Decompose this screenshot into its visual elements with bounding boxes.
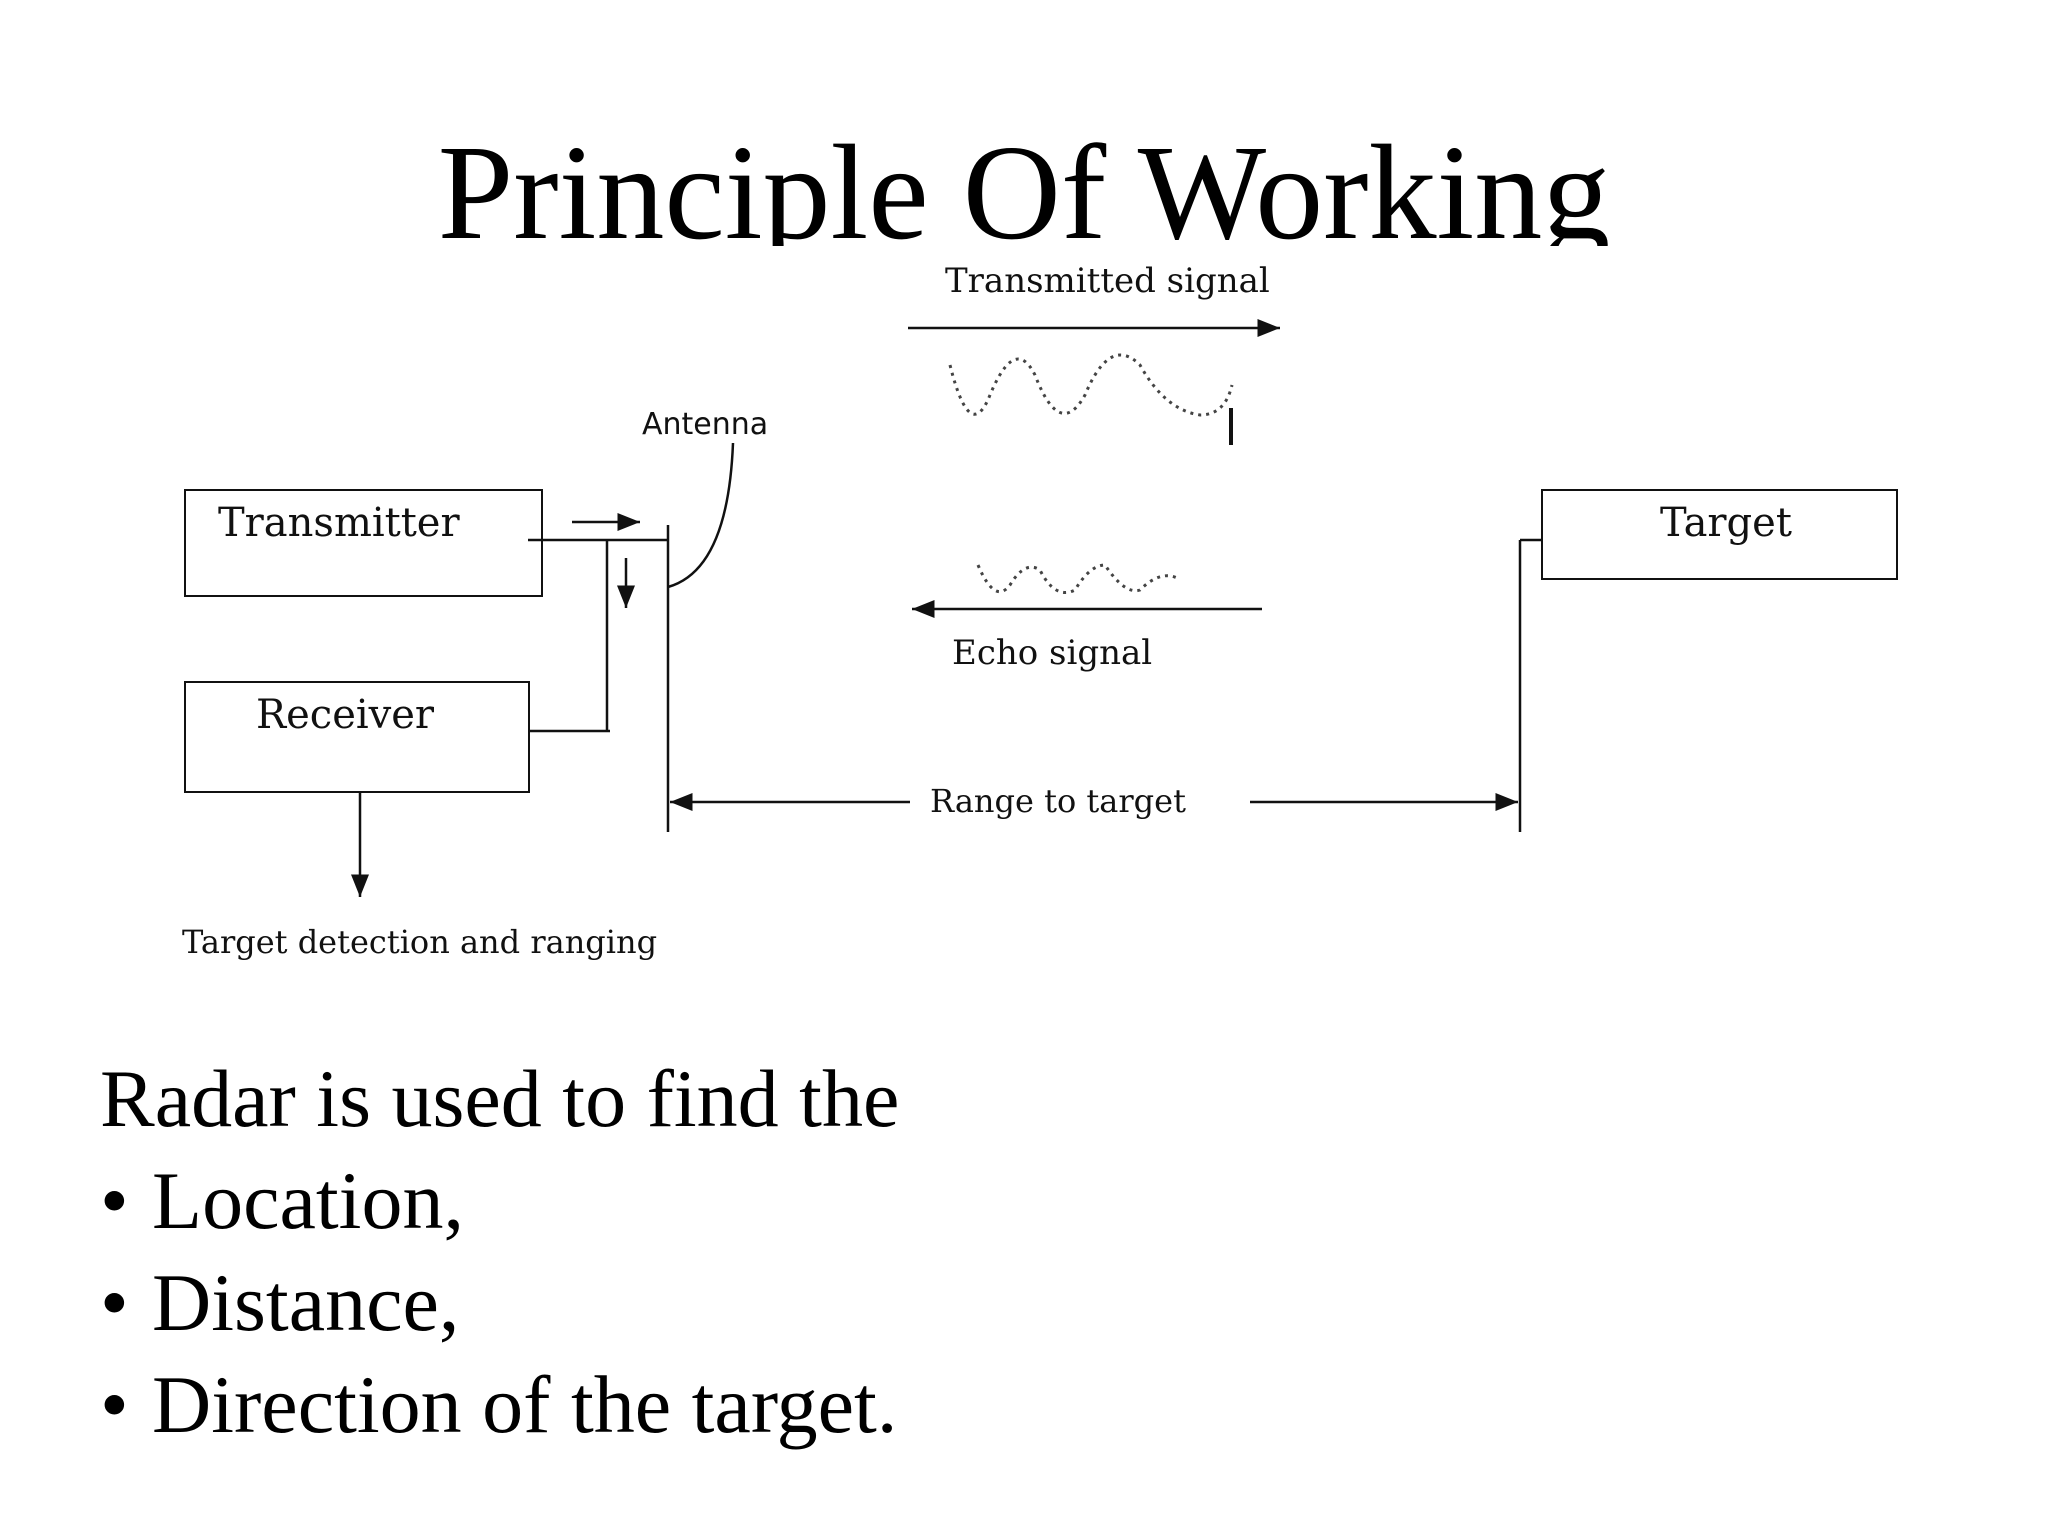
bullet-dot: • (100, 1155, 129, 1246)
target-detection-label: Target detection and ranging (182, 923, 657, 961)
bullet-text: Distance, (152, 1257, 460, 1348)
transmitted-signal-label: Transmitted signal (945, 261, 1270, 301)
antenna-curve (667, 442, 735, 589)
bullet-dot: • (100, 1257, 129, 1348)
transmitted-wave (948, 353, 1234, 417)
slide-title: Principle Of Working (437, 118, 1611, 246)
body-text: Radar is used to find the • Location, • Di… (100, 1048, 899, 1456)
receiver-label: Receiver (256, 692, 435, 738)
bullet-dot: • (100, 1359, 129, 1450)
range-to-target-label: Range to target (930, 782, 1186, 820)
bullet-item: • Location, (100, 1150, 899, 1252)
echo-signal-label: Echo signal (952, 633, 1152, 673)
body-intro: Radar is used to find the (100, 1053, 900, 1144)
antenna-label: Antenna (642, 407, 768, 442)
bullet-text: Direction of the target. (152, 1359, 898, 1450)
target-box (1541, 489, 1898, 580)
echo-wave (976, 563, 1178, 594)
target-label: Target (1660, 500, 1792, 546)
transmitter-label: Transmitter (218, 500, 460, 546)
bullet-item: • Direction of the target. (100, 1354, 899, 1456)
bullet-text: Location, (152, 1155, 464, 1246)
bullet-item: • Distance, (100, 1252, 899, 1354)
receiver-box (184, 681, 530, 793)
transmitter-box (184, 489, 543, 597)
